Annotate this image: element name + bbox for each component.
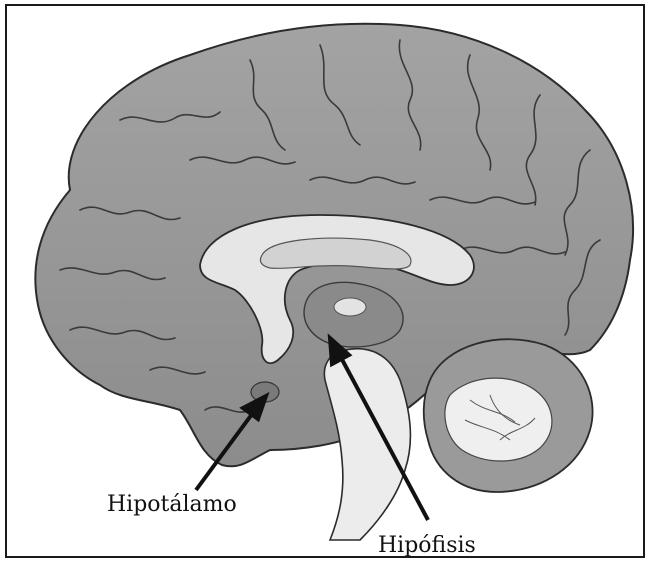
brainstem bbox=[324, 349, 410, 540]
cerebellum-arbor-vitae bbox=[445, 378, 552, 461]
label-pituitary: Hipófisis bbox=[378, 533, 476, 558]
label-hypothalamus: Hipotálamo bbox=[107, 492, 237, 517]
thalamus-highlight bbox=[334, 298, 366, 316]
